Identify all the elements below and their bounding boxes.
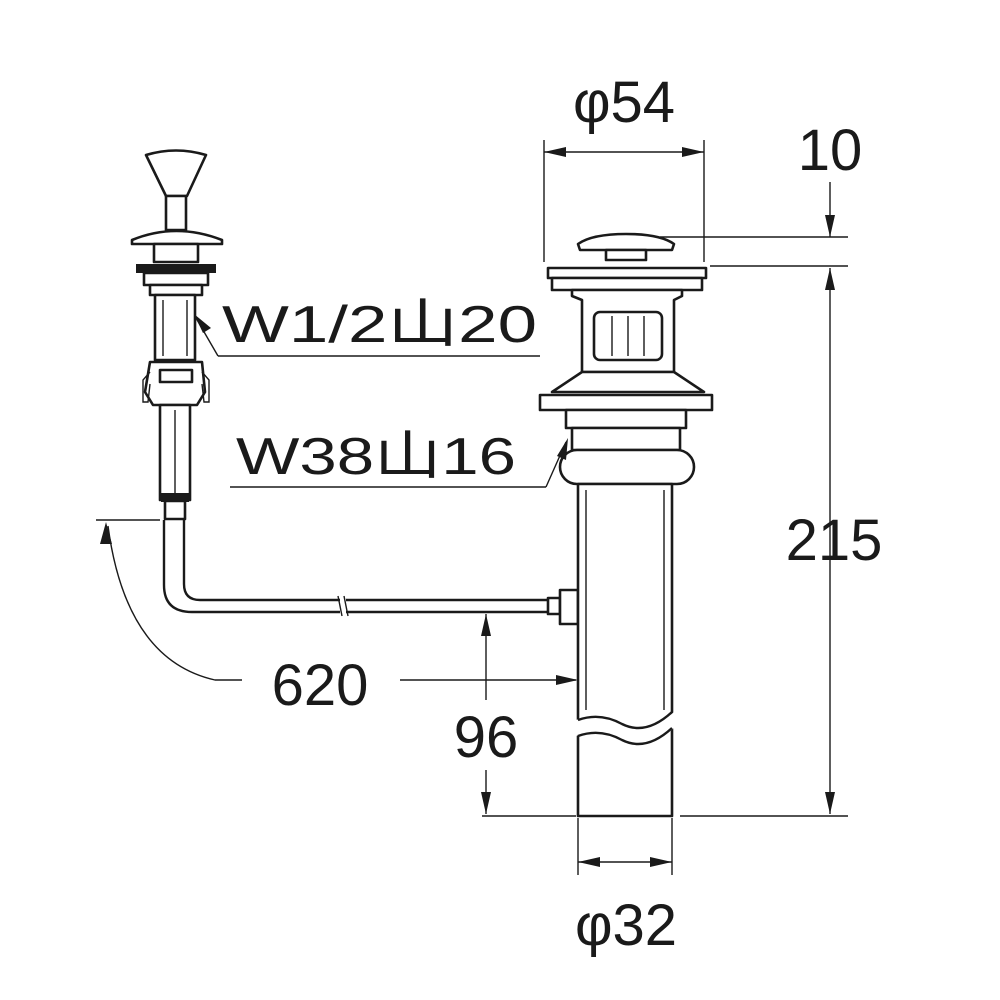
top-flange-lower	[550, 276, 704, 292]
popup-cap	[576, 232, 676, 252]
drain-body	[538, 232, 714, 818]
thread-section	[564, 408, 688, 430]
popup-cap-stem	[604, 248, 648, 262]
knob-shank	[153, 293, 197, 362]
dim-total-height: 215	[786, 508, 883, 573]
tailpiece-pipe	[576, 482, 674, 818]
rod-connector-nut	[558, 588, 580, 626]
knob-stem	[164, 194, 188, 232]
dim-rod-length: 620	[272, 653, 369, 718]
knob-head	[144, 149, 208, 198]
thread-section-lower	[570, 426, 682, 452]
popup-rod	[162, 520, 580, 626]
knob-gasket	[136, 264, 216, 273]
dim-cap-height: 10	[798, 118, 863, 183]
label-drain-thread: W38山16	[236, 428, 516, 486]
knob-neck	[152, 242, 200, 264]
dim-bottom-diameter: φ32	[575, 893, 677, 958]
dim-rod-height: 96	[454, 705, 519, 770]
knob-nut	[142, 271, 210, 287]
knob-nut-lower	[148, 283, 204, 297]
coupling-nut	[558, 448, 696, 486]
lock-nut	[550, 370, 706, 394]
pipe-break	[576, 712, 674, 744]
rod-connector	[546, 596, 562, 616]
knob-flange	[130, 229, 224, 246]
top-flange	[546, 266, 708, 280]
rod-tip	[163, 499, 187, 521]
leader-lines	[194, 314, 568, 488]
dimension-lines	[96, 140, 848, 875]
rod-clip	[143, 360, 207, 407]
lock-washer	[538, 393, 714, 412]
dim-top-diameter: φ54	[573, 70, 675, 135]
popup-knob-assembly	[130, 149, 224, 521]
label-knob-thread: W1/2山20	[222, 296, 537, 354]
